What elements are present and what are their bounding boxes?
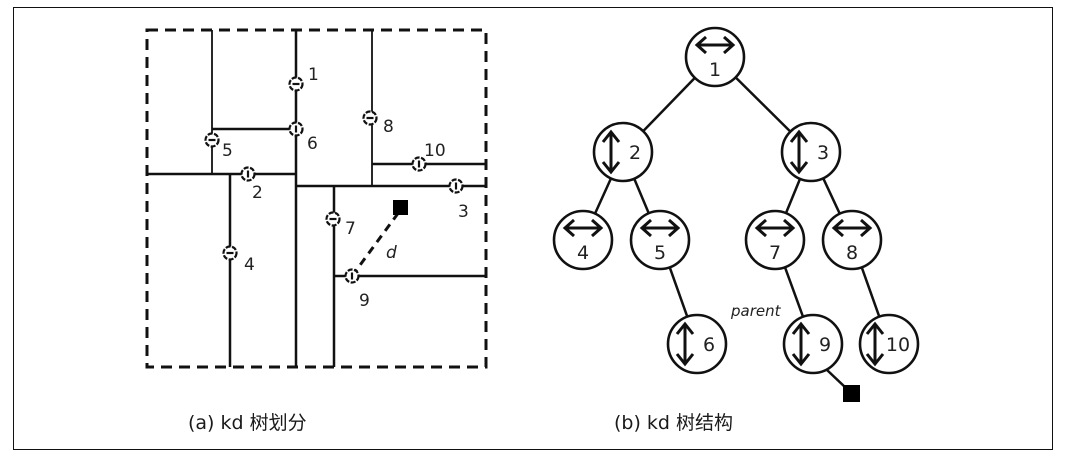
node-label-2: 2 xyxy=(629,142,641,164)
data-point-10: 10 xyxy=(411,141,446,172)
caption-a: (a) kd 树划分 xyxy=(188,412,307,434)
tree-node-4: 4 xyxy=(552,209,614,271)
data-point-2: 2 xyxy=(240,166,263,203)
point-label-8: 8 xyxy=(383,117,394,137)
point-label-3: 3 xyxy=(458,202,469,222)
node-label-1: 1 xyxy=(709,59,721,81)
data-point-6: 6 xyxy=(288,121,318,154)
point-label-2: 2 xyxy=(252,183,263,203)
point-label-6: 6 xyxy=(307,134,318,154)
point-label-7: 7 xyxy=(345,219,356,239)
tree-edge-7-9 xyxy=(783,266,805,318)
data-point-8: 8 xyxy=(362,110,394,137)
vertical-arrow-icon xyxy=(675,321,695,367)
tree-edge-3-7 xyxy=(784,178,802,214)
parent-label: parent xyxy=(730,302,782,320)
data-point-4: 4 xyxy=(222,245,255,275)
caption-b: (b) kd 树结构 xyxy=(614,412,734,434)
horizontal-arrow-icon xyxy=(639,218,681,238)
vertical-arrow-icon xyxy=(791,321,811,367)
kd-tree-structure-panel: 1 2 3 4 5 7 8 6 9 10 parent xyxy=(552,26,920,402)
tree-edge-3-8 xyxy=(822,177,841,215)
tree-edge-2-4 xyxy=(593,177,613,215)
tree-node-10: 10 xyxy=(858,313,920,375)
tree-node-1: 1 xyxy=(684,26,746,88)
node-label-6: 6 xyxy=(703,334,715,356)
node-label-8: 8 xyxy=(846,242,858,264)
tree-edge-2-5 xyxy=(633,178,650,214)
node-label-7: 7 xyxy=(769,242,781,264)
tree-edge-1-3 xyxy=(734,76,792,133)
vertical-arrow-icon xyxy=(865,321,885,367)
point-label-10: 10 xyxy=(424,141,446,161)
kd-partition-panel: d 1 2 3 4 5 6 7 8 9 10 xyxy=(145,28,488,369)
data-point-9: 9 xyxy=(344,268,370,311)
query-edge xyxy=(826,369,847,389)
distance-label: d xyxy=(386,243,397,263)
node-label-3: 3 xyxy=(817,142,829,164)
tree-node-3: 3 xyxy=(780,121,842,183)
query-point xyxy=(393,200,408,215)
tree-edge-1-2 xyxy=(642,76,696,133)
node-label-9: 9 xyxy=(819,334,831,356)
horizontal-arrow-icon xyxy=(754,218,796,238)
bounding-region xyxy=(145,28,488,369)
horizontal-arrow-icon xyxy=(694,35,736,55)
point-label-4: 4 xyxy=(244,255,255,275)
data-point-3: 3 xyxy=(448,178,469,222)
horizontal-arrow-icon xyxy=(562,218,604,238)
point-label-1: 1 xyxy=(308,65,319,85)
point-label-9: 9 xyxy=(359,291,370,311)
node-label-4: 4 xyxy=(577,242,589,264)
vertical-arrow-icon xyxy=(789,129,809,175)
tree-edge-5-6 xyxy=(668,266,689,318)
tree-edge-8-10 xyxy=(860,266,881,318)
tree-node-2: 2 xyxy=(592,121,654,183)
data-point-1: 1 xyxy=(288,65,319,92)
tree-node-8: 8 xyxy=(821,209,883,271)
tree-node-5: 5 xyxy=(629,209,691,271)
tree-node-9: 9 xyxy=(782,313,844,375)
data-point-5: 5 xyxy=(204,132,233,161)
query-point-tree xyxy=(843,385,860,402)
tree-node-6: 6 xyxy=(666,313,728,375)
data-point-7: 7 xyxy=(325,211,356,239)
figure-frame xyxy=(13,7,1053,450)
horizontal-arrow-icon xyxy=(831,218,873,238)
vertical-arrow-icon xyxy=(601,129,621,175)
node-label-5: 5 xyxy=(654,242,666,264)
node-label-10: 10 xyxy=(886,334,910,356)
tree-node-7: 7 xyxy=(744,209,806,271)
point-label-5: 5 xyxy=(222,141,233,161)
